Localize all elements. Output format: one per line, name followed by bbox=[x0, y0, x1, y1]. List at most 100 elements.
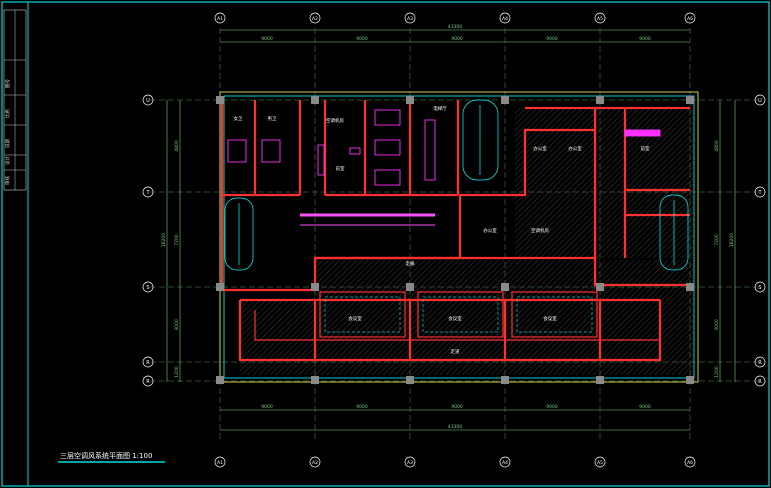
column bbox=[686, 96, 694, 104]
column bbox=[216, 376, 224, 384]
grid-bubble-bottom: A5 bbox=[594, 456, 606, 468]
svg-text:S: S bbox=[758, 285, 761, 291]
room-labels: 女卫男卫空调机房前室电梯厅走廊会议室会议室会议室办公室办公室办公室空调机房前室走… bbox=[234, 105, 650, 355]
grid-bubble-top: A1 bbox=[214, 12, 226, 24]
room-label: 办公室 bbox=[483, 227, 497, 234]
dimension-text: 9000 bbox=[356, 36, 368, 42]
column bbox=[501, 283, 509, 291]
column bbox=[596, 96, 604, 104]
room-label: 办公室 bbox=[533, 145, 547, 152]
grid-bubble-top: A6 bbox=[684, 12, 696, 24]
grid-bubble-top: A3 bbox=[404, 12, 416, 24]
grid-bubble-top: A2 bbox=[309, 12, 321, 24]
grid-bubble-right: R bbox=[754, 356, 766, 368]
room-label: 空调机房 bbox=[326, 117, 344, 124]
svg-text:U: U bbox=[758, 98, 762, 104]
room-label: 走道 bbox=[451, 348, 460, 355]
grid-bubble-top: A5 bbox=[594, 12, 606, 24]
grid-bubble-top: A4 bbox=[499, 12, 511, 24]
dimension-text: 16200 bbox=[161, 233, 167, 247]
dimension-text: 9000 bbox=[546, 404, 558, 410]
grid-bubble-bottom: A2 bbox=[309, 456, 321, 468]
dimension-text: 43300 bbox=[448, 424, 462, 430]
svg-text:R: R bbox=[758, 360, 762, 366]
grid-bubble-right: S bbox=[754, 281, 766, 293]
svg-text:A5: A5 bbox=[597, 460, 603, 466]
room-label: 前室 bbox=[336, 165, 345, 172]
column bbox=[406, 376, 414, 384]
dimension-text: 43300 bbox=[448, 24, 462, 30]
dimension-text: 7200 bbox=[714, 234, 720, 246]
diffuser-boxes bbox=[324, 296, 593, 333]
dimension-text: 9000 bbox=[356, 404, 368, 410]
dimension-text: 9000 bbox=[639, 36, 651, 42]
svg-text:A3: A3 bbox=[407, 460, 413, 466]
svg-text:A6: A6 bbox=[687, 16, 693, 22]
grid-bubble-right: R bbox=[754, 375, 766, 387]
column bbox=[596, 376, 604, 384]
drawing-title-text: 三层空调风系统平面图 1:100 bbox=[60, 451, 152, 460]
room-label: 女卫 bbox=[234, 115, 243, 122]
column bbox=[501, 96, 509, 104]
title-block: 图号 比例 日期 设计 审核 bbox=[3, 9, 27, 191]
column bbox=[686, 283, 694, 291]
dimension-text: 3000 bbox=[714, 319, 720, 331]
sanitary-fixtures bbox=[227, 109, 661, 186]
svg-text:U: U bbox=[146, 98, 150, 104]
svg-text:A3: A3 bbox=[407, 16, 413, 22]
grid-bubble-left: U bbox=[142, 94, 154, 106]
room-label: 会议室 bbox=[543, 315, 557, 322]
column bbox=[311, 376, 319, 384]
svg-text:A2: A2 bbox=[312, 460, 318, 466]
svg-text:R: R bbox=[758, 379, 762, 385]
dimension-text: 1200 bbox=[714, 366, 720, 378]
svg-text:A4: A4 bbox=[502, 460, 508, 466]
svg-text:A5: A5 bbox=[597, 16, 603, 22]
dimension-text: 4800 bbox=[174, 140, 180, 152]
room-label: 男卫 bbox=[268, 116, 277, 122]
room-label: 会议室 bbox=[348, 315, 362, 322]
room-label: 电梯厅 bbox=[433, 105, 447, 112]
title-block-cell: 设计 bbox=[4, 156, 11, 165]
room-label: 空调机房 bbox=[531, 227, 549, 234]
column bbox=[216, 96, 224, 104]
grid-bubble-bottom: A1 bbox=[214, 456, 226, 468]
title-block-cell: 审核 bbox=[4, 176, 11, 185]
svg-text:R: R bbox=[146, 379, 150, 385]
stairs bbox=[224, 99, 689, 271]
svg-text:A1: A1 bbox=[217, 16, 223, 22]
grid-bubble-left: R bbox=[142, 375, 154, 387]
grid-bubble-left: S bbox=[142, 281, 154, 293]
column bbox=[311, 96, 319, 104]
grid-bubble-left: T bbox=[142, 186, 154, 198]
room-label: 会议室 bbox=[448, 315, 462, 322]
dimension-lines bbox=[166, 29, 736, 431]
column bbox=[596, 283, 604, 291]
dimension-text: 16200 bbox=[729, 233, 735, 247]
structural-columns bbox=[216, 96, 694, 384]
title-block-cell: 图号 bbox=[5, 79, 11, 88]
grid-bubble-bottom: A4 bbox=[499, 456, 511, 468]
dimension-text: 9000 bbox=[451, 36, 463, 42]
dimension-text: 7200 bbox=[174, 234, 180, 246]
air-ducts bbox=[254, 213, 660, 341]
dimension-text: 9000 bbox=[261, 404, 273, 410]
dimension-text: 9000 bbox=[451, 404, 463, 410]
svg-text:A1: A1 bbox=[217, 460, 223, 466]
grid-bubble-bottom: A6 bbox=[684, 456, 696, 468]
svg-text:T: T bbox=[757, 190, 762, 196]
interior-walls bbox=[220, 100, 690, 362]
svg-text:A4: A4 bbox=[502, 16, 508, 22]
svg-text:A6: A6 bbox=[687, 460, 693, 466]
column bbox=[311, 283, 319, 291]
dimension-text: 3000 bbox=[174, 319, 180, 331]
grid-bubble-right: U bbox=[754, 94, 766, 106]
room-label: 前室 bbox=[641, 145, 650, 152]
svg-text:A2: A2 bbox=[312, 16, 318, 22]
column bbox=[406, 283, 414, 291]
